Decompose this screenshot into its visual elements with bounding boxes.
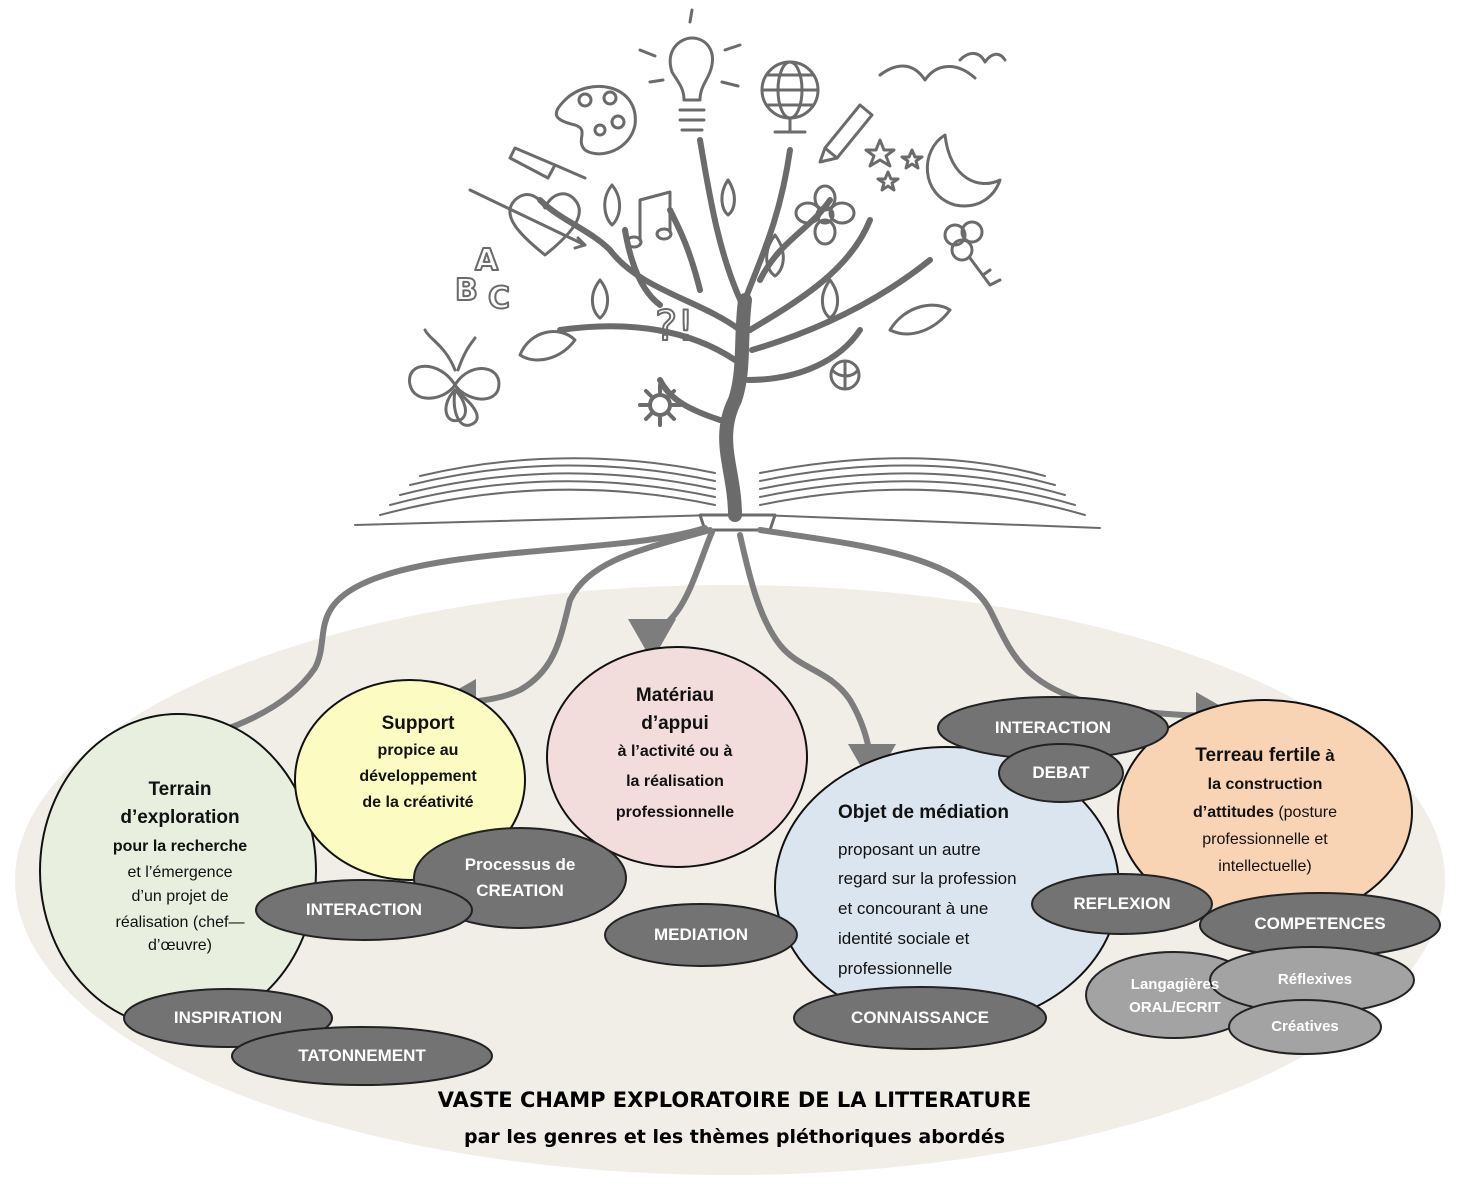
objet-body-2: regard sur la profession: [838, 869, 1017, 889]
butterfly-icon: [408, 328, 501, 427]
arrow-to-terrain: [162, 525, 708, 762]
terreau-title-bold: Terreau fertile: [1195, 745, 1321, 766]
ball-icon: [829, 359, 861, 391]
pill-connaissance: CONNAISSANCE: [851, 1008, 989, 1028]
stars-icon: [864, 138, 924, 192]
svg-text:A: A: [475, 243, 499, 278]
pill-tatonnement: TATONNEMENT: [298, 1046, 426, 1066]
birds-icon: [878, 52, 1007, 82]
terreau-label: Terreau fertile à la construction d’atti…: [1155, 742, 1375, 879]
pill-debat: DEBAT: [1032, 763, 1090, 783]
pill-mediation-shape: [604, 903, 798, 967]
key-icon: [943, 220, 1002, 287]
pill-mediation: MEDIATION: [653, 925, 749, 945]
pill-langagieres-line-2: ORAL/ECRIT: [1129, 999, 1221, 1016]
pill-interaction-left-shape: [255, 879, 473, 941]
footer-subtitle: par les genres et les thèmes pléthorique…: [463, 1126, 1006, 1148]
materiau-body-3: professionnelle: [615, 803, 735, 821]
terrain-subtitle: pour la recherche: [112, 837, 248, 855]
terreau-line-3-bold: d’attitudes: [1192, 804, 1274, 822]
materiau-title-1: Matériau: [635, 685, 715, 706]
pill-inspiration: INSPIRATION: [173, 1008, 283, 1028]
leaves-icon: [518, 178, 952, 362]
flower-icon: [794, 184, 856, 246]
terrain-title-1: Terrain: [148, 779, 212, 800]
arrow-to-terreau: [757, 527, 1238, 740]
objet-title: Objet de médiation: [838, 802, 1010, 823]
pill-reflexives: Réflexives: [1277, 970, 1353, 988]
pill-processus-line-2: CREATION: [476, 881, 564, 900]
terreau-body-2: intellectuelle): [1218, 857, 1312, 875]
palette-icon: [554, 84, 637, 156]
pill-competences: COMPETENCES: [1254, 914, 1386, 934]
pill-creatives: Créatives: [1271, 1017, 1339, 1035]
pill-reflexion-shape: [1031, 873, 1213, 935]
gear-icon: [638, 383, 682, 427]
globe-icon: [760, 60, 820, 134]
materiau-circle: [546, 646, 808, 868]
materiau-title-2: d’appui: [641, 712, 709, 734]
arrow-to-support: [434, 527, 713, 727]
music-note-icon: [625, 190, 673, 249]
svg-text:B: B: [455, 273, 478, 308]
objet-body-1: proposant un autre: [838, 839, 981, 859]
question-mark-icon: ?!: [655, 301, 694, 350]
keyword-pills: [123, 696, 1441, 1086]
materiau-body-2: la réalisation: [626, 773, 724, 791]
support-body-3: de la créativité: [362, 794, 474, 812]
pill-creatives-shape: [1228, 999, 1382, 1055]
abc-blocks-icon: A B C: [454, 242, 511, 317]
pill-debat-shape: [998, 743, 1124, 803]
materiau-label: Matériau d’appui à l’activité ou à la ré…: [575, 682, 775, 828]
terrain-title-2: d’exploration: [120, 807, 240, 829]
heart-arrow-icon: [468, 188, 587, 257]
pill-tatonnement-shape: [231, 1026, 493, 1086]
objet-label: Objet de médiation proposant un autre re…: [838, 800, 1068, 983]
pill-processus: Processus de CREATION: [414, 845, 626, 911]
terrain-body-3: réalisation (chef—: [115, 913, 245, 931]
terrain-body-2: d’un projet de: [131, 887, 229, 905]
tree-trunk: [719, 293, 752, 522]
open-book-icon: [354, 457, 1101, 532]
terreau-line-3-tail: (posture: [1273, 804, 1338, 822]
support-label: Support propice au développement de la c…: [318, 711, 518, 817]
moon-icon: [925, 133, 1002, 208]
arrow-to-materiau: [628, 529, 715, 661]
support-body-2: développement: [359, 767, 477, 785]
pill-reflexion: REFLEXION: [1073, 894, 1171, 914]
pill-interaction-right: INTERACTION: [994, 718, 1112, 738]
objet-body-3: et concourant à une: [838, 899, 989, 919]
objet-body-4: identité sociale et: [838, 928, 970, 948]
support-circle: [294, 679, 526, 881]
connector-arrows: [162, 525, 1238, 786]
terreau-title-tail: à: [1320, 746, 1335, 765]
terrain-body-1: et l’émergence: [127, 864, 233, 882]
terreau-title: Terreau fertile à: [1155, 742, 1375, 771]
lightbulb-icon: [638, 8, 742, 132]
terreau-line-3: d’attitudes (posture: [1155, 799, 1375, 826]
materiau-body-1: à l’activité ou à: [617, 743, 733, 761]
pill-langagieres-line-1: Langagières: [1130, 975, 1220, 993]
support-title: Support: [381, 713, 455, 734]
svg-text:C: C: [488, 281, 510, 316]
main-circles: [39, 646, 1413, 1029]
pencil-icon: [818, 103, 874, 164]
pill-interaction-left: INTERACTION: [305, 900, 423, 920]
arrow-to-objet: [737, 532, 896, 786]
terrain-label: Terrain d’exploration pour la recherche …: [60, 775, 300, 958]
tree-illustration: A B C ?!: [354, 8, 1101, 532]
pill-processus-line-1: Processus de: [464, 854, 576, 874]
terreau-body-1: professionnelle et: [1202, 831, 1328, 849]
terrain-body-4: d’œuvre): [147, 937, 212, 955]
pill-connaissance-shape: [793, 986, 1047, 1050]
support-body-1: propice au: [377, 741, 459, 759]
footer-title: VASTE CHAMP EXPLORATOIRE DE LA LITTERATU…: [437, 1088, 1032, 1112]
terreau-line-2: la construction: [1207, 775, 1323, 793]
paintbrush-icon: [508, 146, 587, 180]
objet-body-5: professionnelle: [838, 958, 953, 978]
